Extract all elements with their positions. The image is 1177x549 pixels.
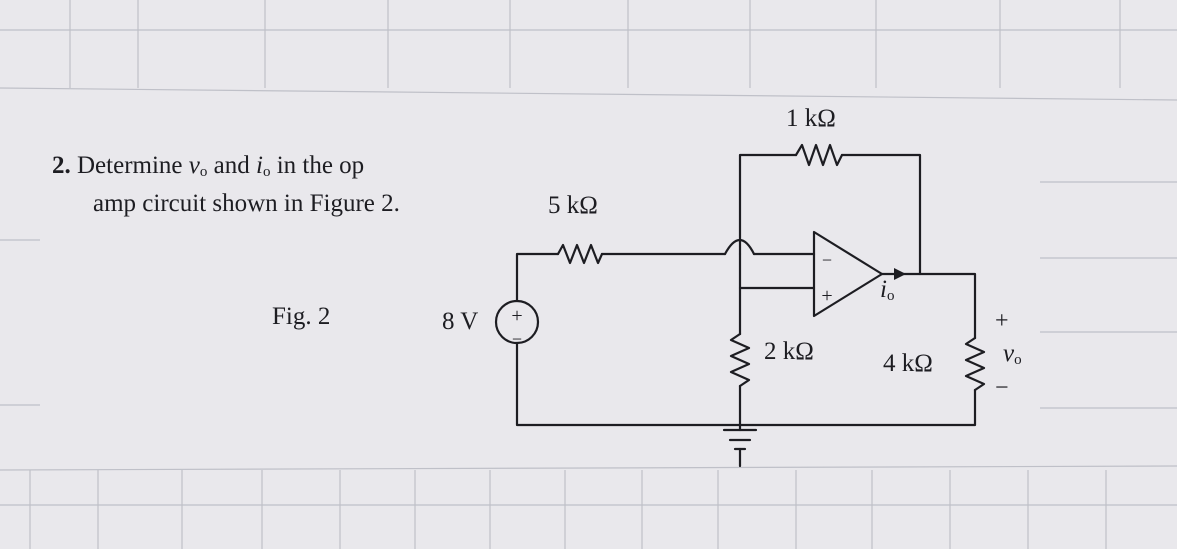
resistor-4k: [964, 336, 986, 392]
r-ground-label: 2 kΩ: [764, 338, 814, 365]
resistor-1k: [794, 143, 844, 167]
problem-i-symbol: io: [255, 152, 271, 180]
problem-v-symbol: vo: [188, 152, 208, 180]
resistor-5k: [556, 243, 604, 265]
vo-minus-sign: −: [995, 375, 1009, 401]
wire-feedback-left: [738, 153, 798, 256]
io-label: io: [880, 276, 895, 304]
r-load-label: 4 kΩ: [883, 350, 933, 377]
problem-text-and: and: [213, 152, 250, 179]
io-current-arrow: [894, 268, 906, 280]
wire-feedback-right: [840, 153, 922, 276]
wire-noninverting: [738, 252, 816, 290]
r-feedback-label: 1 kΩ: [786, 105, 836, 132]
wire-bottom-return: [515, 341, 977, 427]
wire-source-top: [515, 252, 560, 303]
resistor-2k: [729, 332, 751, 388]
opamp-plus-sign: +: [821, 285, 832, 307]
problem-line-2: amp circuit shown in Figure 2.: [93, 190, 400, 217]
problem-number: 2.: [52, 152, 71, 179]
r-input-label: 5 kΩ: [548, 192, 598, 219]
problem-text-in-the-op: in the op: [276, 152, 365, 179]
source-plus-sign: +: [511, 305, 522, 327]
figure-label: Fig. 2: [272, 303, 331, 330]
wire-output: [880, 272, 977, 340]
source-minus-sign: −: [512, 329, 522, 349]
problem-line-1: 2. Determine vo and io in the op: [52, 150, 400, 188]
opamp-triangle: [812, 230, 884, 318]
opamp-minus-sign: −: [822, 250, 832, 270]
vo-label: vo: [1003, 340, 1022, 368]
source-value-label: 8 V: [442, 308, 479, 335]
vo-plus-sign: +: [995, 308, 1009, 334]
problem-statement: 2. Determine vo and io in the op amp cir…: [52, 150, 400, 219]
problem-text-determine: Determine: [77, 152, 183, 179]
